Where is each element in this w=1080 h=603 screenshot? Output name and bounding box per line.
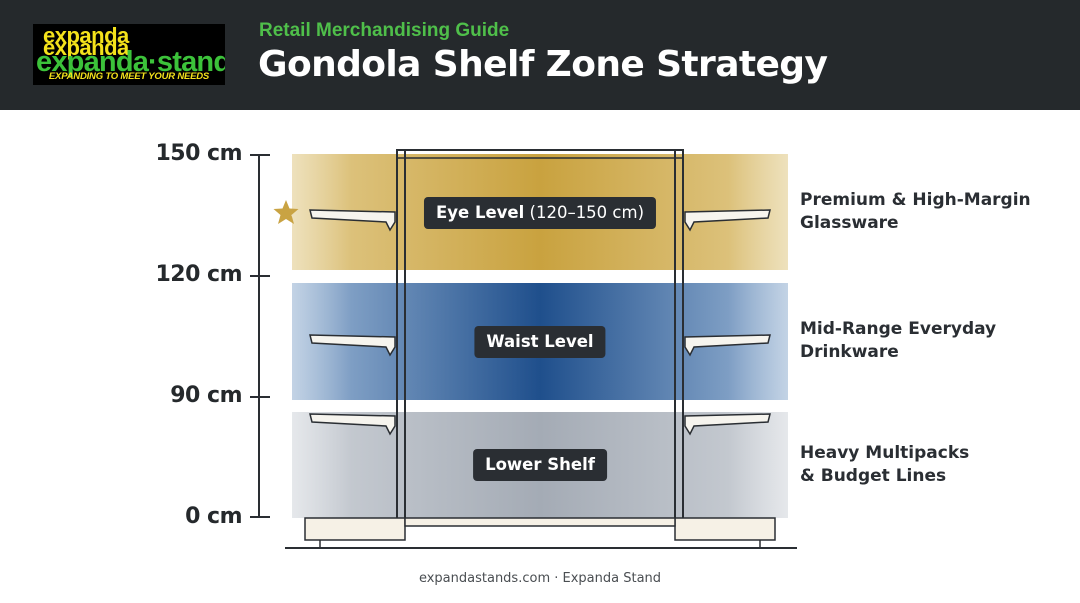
logo-text-main: expanda·stand (36, 46, 225, 78)
zone-description-lower-shelf: Heavy Multipacks & Budget Lines (800, 442, 1070, 488)
zone-label-lower-shelf: Lower Shelf (473, 449, 607, 481)
zone-label-eye-level-name: Eye Level (435, 203, 525, 222)
axis-label-0: 0 cm (185, 504, 242, 529)
footer-credit[interactable]: expandastands.com · Expanda Stand (418, 571, 662, 586)
zone-description-eye-level: Premium & High-Margin Glassware (800, 189, 1070, 235)
axis-label-150: 150 cm (155, 141, 242, 166)
gondola-base (285, 517, 797, 549)
eye-desc-line1: Premium & High-Margin (800, 190, 1031, 210)
waist-desc-line2: Drinkware (800, 342, 899, 362)
star-icon (273, 200, 299, 224)
zone-label-eye-level-range: (120–150 cm) (529, 203, 645, 222)
waist-desc-line1: Mid-Range Everyday (800, 319, 997, 339)
page-title: Gondola Shelf Zone Strategy (258, 44, 828, 85)
header-bar: expanda expanda expanda·stand EXPANDING … (0, 0, 1080, 110)
zone-label-waist-level-name: Waist Level (486, 332, 594, 351)
axis-label-90: 90 cm (170, 383, 242, 408)
lower-desc-line1: Heavy Multipacks (800, 443, 970, 463)
expanda-stand-logo[interactable]: expanda expanda expanda·stand EXPANDING … (33, 24, 225, 85)
eye-desc-line2: Glassware (800, 213, 899, 233)
zone-label-lower-shelf-name: Lower Shelf (485, 455, 595, 474)
logo-tagline: EXPANDING TO MEET YOUR NEEDS (48, 71, 210, 82)
axis-label-120: 120 cm (155, 262, 242, 287)
logo-text-top: expanda (43, 24, 129, 48)
logo-text-top-echo: expanda (43, 35, 129, 60)
zone-label-waist-level: Waist Level (474, 326, 606, 358)
lower-desc-line2: & Budget Lines (800, 466, 947, 486)
page-subtitle: Retail Merchandising Guide (259, 20, 510, 41)
zone-description-waist-level: Mid-Range Everyday Drinkware (800, 318, 1070, 364)
zone-label-eye-level: Eye Level (120–150 cm) (423, 197, 657, 229)
shelves-right (684, 209, 771, 436)
shelves-left (309, 209, 396, 436)
